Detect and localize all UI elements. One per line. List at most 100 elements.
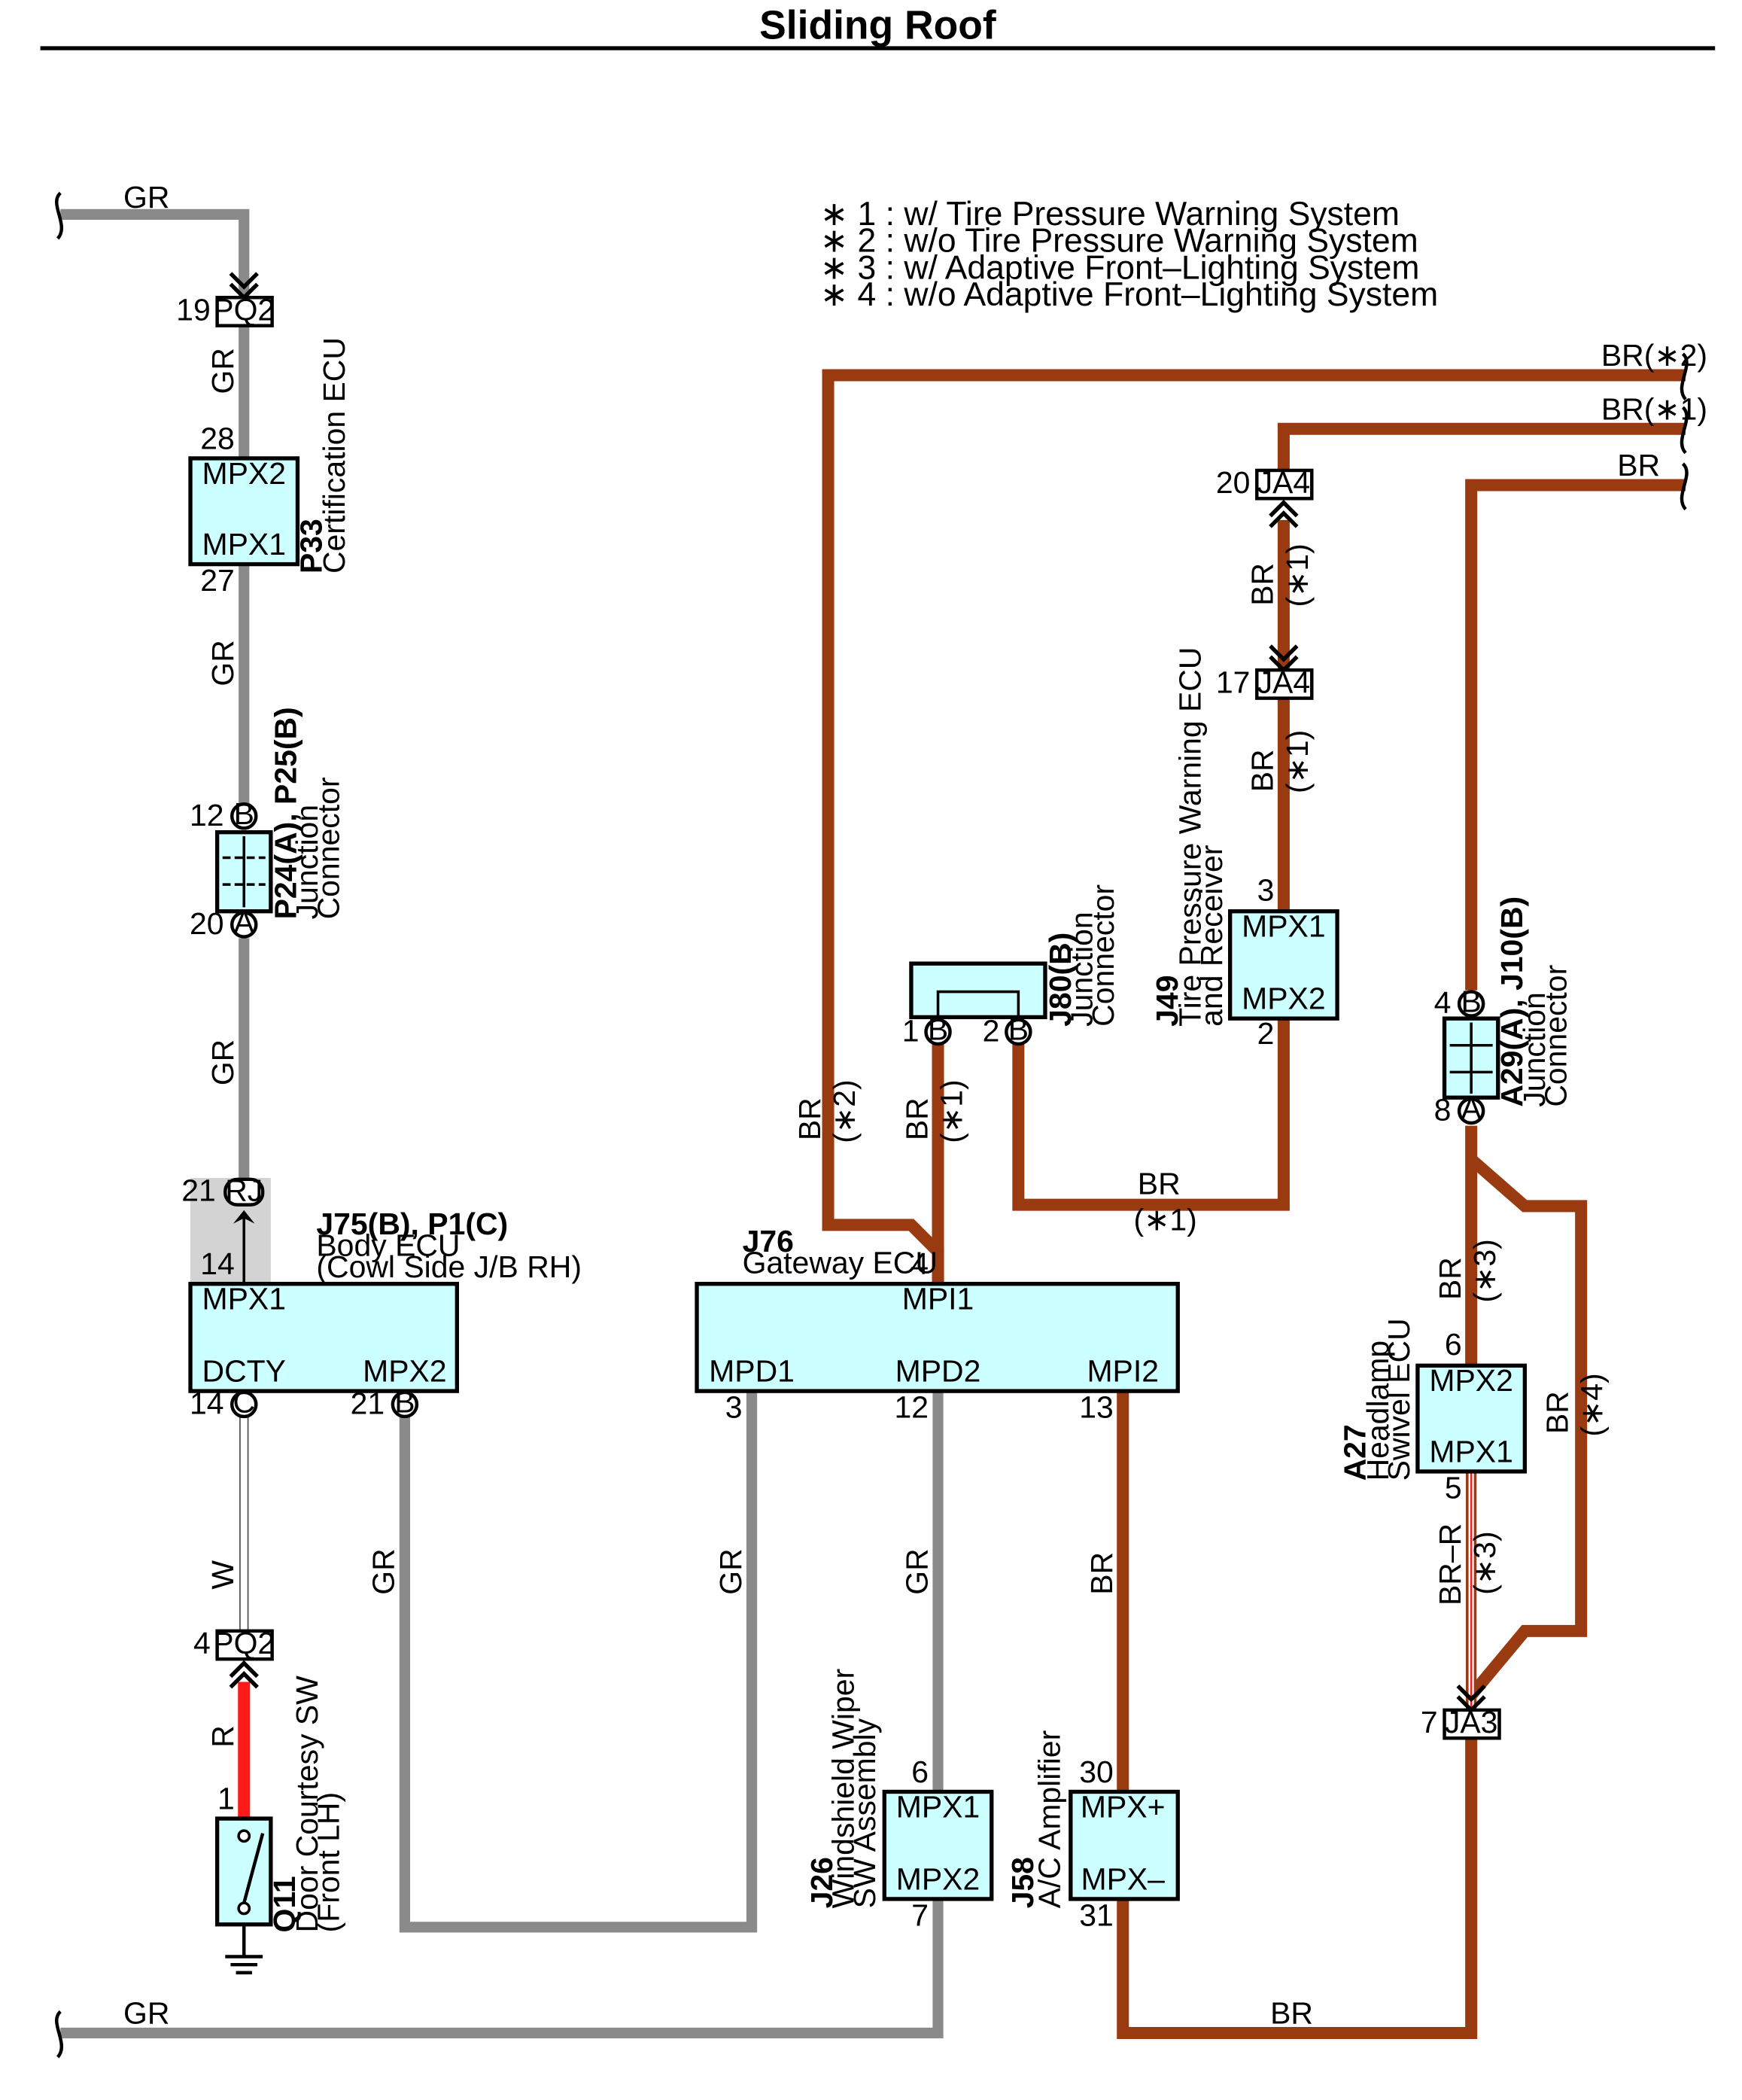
- page-title: Sliding Roof: [759, 4, 996, 48]
- a29-top-pin: 4: [1434, 985, 1452, 1020]
- q11-pin: 1: [217, 1782, 235, 1816]
- j26-name-2: SW Assembly: [847, 1718, 882, 1908]
- p24-bottom-terminal: [230, 911, 258, 939]
- j76-name: Gateway ECU: [743, 1245, 938, 1280]
- component-p24: B 12 A 20 P24(A), P25(B) Junction Connec…: [190, 707, 346, 941]
- j58-terminal-bottom: MPX–: [1081, 1861, 1165, 1896]
- break-mark-br-star1: [1680, 406, 1689, 455]
- pq2-top-box: [215, 296, 274, 327]
- j49-name-1: Tire Pressure Warning ECU: [1172, 647, 1207, 1027]
- j75-rj-terminal: [223, 1177, 265, 1207]
- pq2-bottom-code: PQ2: [213, 1626, 275, 1660]
- wire-gr-body-mpd1: [399, 1392, 758, 1933]
- a27-pin-top: 6: [1445, 1327, 1462, 1362]
- j49-pin-bottom: 2: [1257, 1016, 1275, 1051]
- j80-name-1: Junction: [1064, 912, 1099, 1026]
- a27-terminal-bottom: MPX1: [1429, 1434, 1512, 1468]
- component-j75: RJ 21 14 MPX1 DCTY MPX2 C 14 B 21 J75(B)…: [181, 1173, 582, 1420]
- j75-left-letter: C: [233, 1385, 255, 1420]
- connector-ja4-bottom: JA4 17: [1216, 644, 1314, 700]
- a27-box: [1415, 1363, 1528, 1474]
- a29-code: A29(A), J10(B): [1494, 896, 1529, 1107]
- wire-br-j49-j80: [1012, 1018, 1290, 1211]
- j49-pin-top: 3: [1257, 872, 1275, 907]
- component-a29: B 4 A 8 A29(A), J10(B) Junction Connecto…: [1434, 896, 1573, 1128]
- j75-right-terminal: [391, 1390, 419, 1419]
- ja4-bottom-box: [1255, 668, 1314, 700]
- wire-label-br-bottom: BR: [1270, 1996, 1313, 2031]
- component-p33: MPX2 MPX1 28 27 P33 Certification ECU: [188, 337, 351, 598]
- j76-pin-mpd2: 12: [895, 1390, 929, 1425]
- pq2-top-code: PQ2: [213, 293, 275, 327]
- p24-top-terminal: [230, 802, 258, 830]
- j26-terminal-top: MPX1: [896, 1789, 980, 1824]
- p24-bottom-letter: A: [234, 905, 255, 939]
- component-q11: 1 Q11 Door Courtesy SW (Front LH): [214, 1675, 346, 1975]
- p24-top-pin: 12: [190, 798, 224, 832]
- component-j26: 6 MPX1 MPX2 7 J26 Windshield Wiper SW As…: [804, 1669, 994, 1933]
- component-j80: B 1 B 2 J80(B) Junction Connector: [902, 884, 1120, 1048]
- wire-label-br-ja4-a: BR: [1245, 563, 1280, 606]
- wire-label-brr: BR–R: [1433, 1523, 1467, 1605]
- wire-label-br-j76-left: BR: [792, 1097, 827, 1140]
- q11-contact-top: [237, 1829, 251, 1843]
- a29-bottom-pin: 8: [1434, 1092, 1452, 1127]
- j75-code: J75(B), P1(C): [316, 1207, 508, 1241]
- j75-rj-label: RJ: [225, 1173, 263, 1207]
- break-mark-gr-bottom: [55, 2010, 63, 2059]
- p24-bottom-pin: 20: [190, 906, 224, 941]
- wire-label-br-j80-bottom: BR: [1138, 1166, 1181, 1201]
- p33-terminal-top: MPX2: [202, 456, 285, 491]
- wire-br-bottom: [1117, 1736, 1478, 2039]
- connector-pq2-top: PQ2 19: [176, 272, 275, 327]
- wire-label-br-a27-top: BR: [1433, 1257, 1467, 1300]
- j80-bridge: [936, 990, 1020, 1018]
- connector-pq2-bottom: PQ2 4: [193, 1626, 275, 1689]
- pq2-top-pin: 19: [176, 293, 211, 327]
- j58-pin-top: 30: [1079, 1755, 1114, 1789]
- j75-rj-pin: 21: [181, 1173, 216, 1207]
- j80-name-2: Connector: [1086, 884, 1120, 1027]
- wire-label-gr-body: GR: [366, 1548, 401, 1594]
- wire-br-right: [1465, 479, 1686, 991]
- j75-name-2: (Cowl Side J/B RH): [316, 1249, 582, 1284]
- a29-name-1: Junction: [1517, 992, 1552, 1106]
- wire-label-gr-top: GR: [123, 180, 169, 215]
- note-2: ∗ 2 : w/o Tire Pressure Warning System: [820, 223, 1418, 260]
- a29-bottom-letter: A: [1461, 1091, 1482, 1126]
- j75-box: [188, 1282, 460, 1393]
- q11-code: Q11: [267, 1876, 302, 1932]
- j75-left-pin: 14: [190, 1386, 224, 1420]
- j76-top-pin: 4: [911, 1246, 929, 1281]
- j76-code: J76: [743, 1224, 794, 1258]
- component-a27: 6 MPX2 MPX1 5 A27 Headlamp Swivel ECU: [1337, 1318, 1528, 1505]
- wire-label-br-j76-mid: BR: [899, 1097, 934, 1140]
- wire-label-gr-mpd1: GR: [713, 1548, 748, 1594]
- ja3-code: JA3: [1445, 1705, 1498, 1739]
- j80-letter-1: B: [928, 1012, 948, 1047]
- component-j76: J76 Gateway ECU 4 MPI1 MPD1 MPD2 MPI2 3 …: [695, 1224, 1180, 1425]
- j75-name-1: Body ECU: [316, 1228, 460, 1262]
- j49-terminal-bottom: MPX2: [1242, 982, 1325, 1016]
- component-j58: 30 MPX+ MPX– 31 J58 A/C Amplifier: [1005, 1730, 1180, 1933]
- j80-pin-2: 2: [983, 1013, 1000, 1048]
- j76-terminal-mpd2: MPD2: [895, 1354, 981, 1389]
- j76-terminal-mpi1: MPI1: [902, 1282, 974, 1316]
- wire-label-br-loop-note: (∗4): [1575, 1373, 1610, 1436]
- wire-gr-bottom: [60, 1900, 944, 2039]
- wire-label-br-right: BR: [1617, 448, 1660, 482]
- pq2-bottom-box: [215, 1629, 274, 1661]
- j58-name: A/C Amplifier: [1032, 1730, 1067, 1909]
- ja4-bottom-code: JA4: [1257, 665, 1311, 700]
- break-mark-br: [1680, 462, 1689, 511]
- j26-terminal-bottom: MPX2: [896, 1861, 980, 1896]
- ja4-top-box: [1255, 468, 1314, 501]
- j80-pin-1: 1: [902, 1013, 920, 1048]
- j76-box: [695, 1282, 1180, 1393]
- a29-top-letter: B: [1461, 984, 1481, 1018]
- j58-terminal-top: MPX+: [1081, 1789, 1166, 1824]
- j76-pin-mpd1: 3: [725, 1390, 743, 1425]
- break-mark-gr-top: [55, 191, 63, 240]
- connector-ja3: JA3 7: [1421, 1684, 1501, 1740]
- p33-box: [188, 456, 300, 567]
